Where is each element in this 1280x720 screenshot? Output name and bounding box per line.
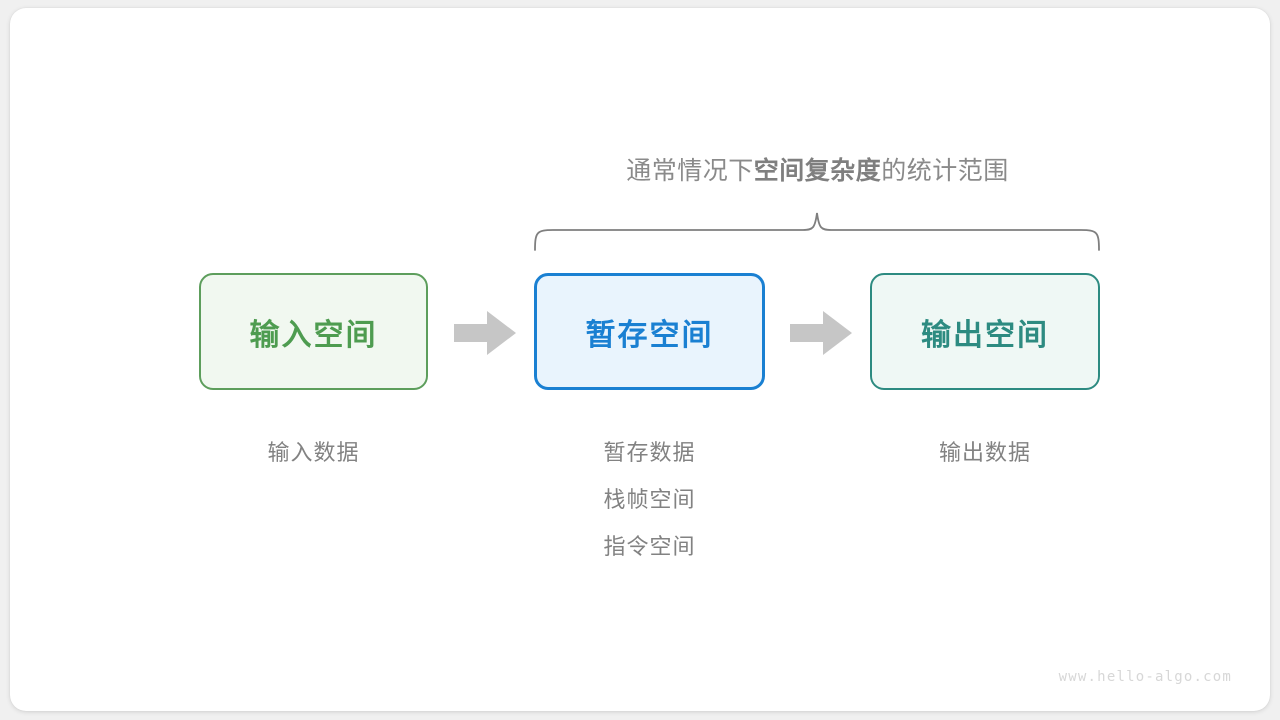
caption-output-data: 输出数据 [870,429,1100,476]
arrow-right-icon [790,311,852,355]
box-output-space-label: 输出空间 [921,318,1049,352]
caption-line: 栈帧空间 [603,487,696,512]
caption-line: 暂存数据 [603,440,696,465]
box-temp-space-label: 暂存空间 [585,318,714,352]
caption-line: 输入数据 [267,440,360,465]
caption-line: 指令空间 [603,534,696,559]
arrow-right-icon [454,311,516,355]
scope-caption-suffix: 的统计范围 [881,157,1009,185]
box-input-space-label: 输入空间 [249,318,378,352]
box-input-space[interactable]: 输入空间 [199,273,428,390]
scope-brace-icon [534,212,1100,251]
watermark: www.hello-algo.com [1058,669,1232,685]
diagram-card: 通常情况下空间复杂度的统计范围 输入空间 暂存空间 输出空间 输入数据 暂存数据 [10,8,1270,711]
caption-input-data: 输入数据 [199,429,428,476]
box-temp-space[interactable]: 暂存空间 [534,273,765,390]
caption-line: 输出数据 [938,440,1031,465]
scope-caption-prefix: 通常情况下 [626,157,754,185]
box-output-space[interactable]: 输出空间 [870,273,1100,390]
scope-caption: 通常情况下空间复杂度的统计范围 [535,151,1100,191]
caption-temp-data: 暂存数据 栈帧空间 指令空间 [534,429,765,570]
scope-caption-strong: 空间复杂度 [753,157,882,185]
